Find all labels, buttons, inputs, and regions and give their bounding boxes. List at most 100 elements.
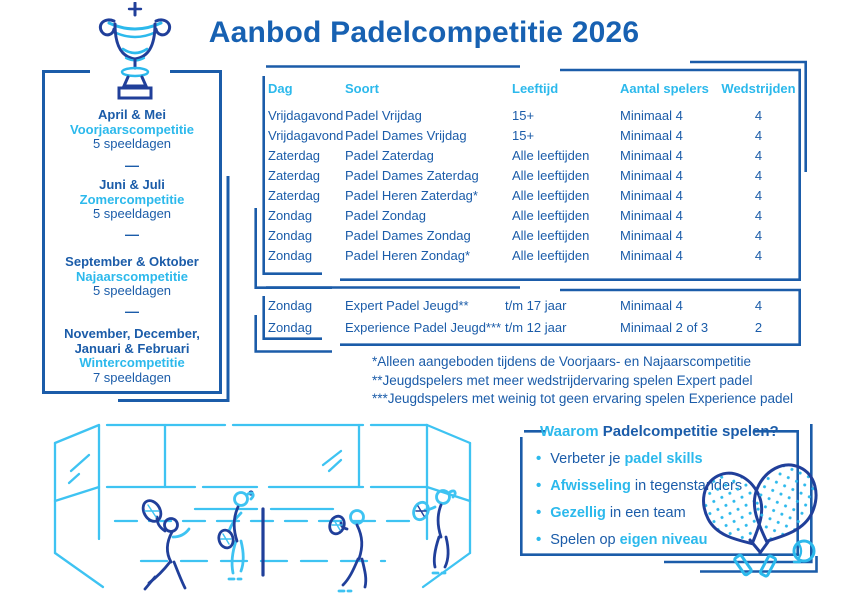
- table-row: Zaterdag Padel Heren Zaterdag* Alle leef…: [268, 185, 802, 205]
- header-leeftijd: Leeftijd: [512, 80, 559, 96]
- cell-soort: Padel Dames Vrijdag: [345, 127, 467, 143]
- season-winter: November, December, Januari & Februari W…: [42, 326, 222, 385]
- cell-soort: Padel Dames Zondag: [345, 227, 471, 243]
- cell-wedstrijden: 2: [754, 319, 763, 335]
- why-title-rest: Padelcompetitie spelen?: [598, 423, 779, 440]
- season-name: Zomercompetitie: [79, 191, 185, 207]
- table-row: Zaterdag Padel Zaterdag Alle leeftijden …: [268, 145, 802, 165]
- bullet-highlight: eigen niveau: [619, 531, 708, 548]
- header-aantal-spelers: Aantal spelers: [620, 80, 709, 96]
- table-row: Vrijdagavond Padel Vrijdag 15+ Minimaal …: [268, 105, 802, 125]
- footnote: *Alleen aangeboden tijdens de Voorjaars-…: [372, 354, 751, 369]
- season-days: 5 speeldagen: [92, 136, 172, 151]
- bullet-text: in een team: [605, 504, 686, 521]
- cell-dag: Zondag: [268, 297, 313, 313]
- cell-wedstrijden: 4: [754, 167, 763, 183]
- cell-dag: Zondag: [268, 319, 313, 335]
- cell-leeftijd: 15+: [512, 127, 535, 143]
- cell-leeftijd: t/m 12 jaar: [505, 319, 567, 335]
- season-divider: —: [125, 157, 139, 173]
- cell-dag: Zondag: [268, 247, 313, 263]
- season-months: Juni & Juli: [99, 177, 165, 192]
- season-days: 5 speeldagen: [92, 283, 172, 298]
- bullet-highlight: Gezellig: [550, 504, 606, 521]
- cell-soort: Expert Padel Jeugd**: [345, 297, 469, 313]
- cell-leeftijd: t/m 17 jaar: [505, 297, 567, 313]
- header-dag: Dag: [268, 80, 293, 96]
- cell-soort: Padel Heren Zondag*: [345, 247, 471, 263]
- page-title: Aanbod Padelcompetitie 2026: [208, 16, 640, 49]
- why-title: Waarom Padelcompetitie spelen?: [540, 423, 779, 440]
- bullet-highlight: padel skills: [624, 450, 703, 467]
- table-header-row: Dag Soort Leeftijd Aantal spelers Wedstr…: [268, 78, 802, 98]
- cell-wedstrijden: 4: [754, 187, 763, 203]
- cell-dag: Zondag: [268, 207, 313, 223]
- cell-soort: Padel Dames Zaterdag: [345, 167, 479, 183]
- trophy-icon: [98, 2, 172, 100]
- cell-wedstrijden: 4: [754, 227, 763, 243]
- cell-aantal: Minimaal 2 of 3: [620, 319, 709, 335]
- header-wedstrijden: Wedstrijden: [721, 80, 796, 96]
- footnotes: *Alleen aangeboden tijdens de Voorjaars-…: [372, 353, 793, 409]
- bullet-text: Verbeter je: [550, 450, 625, 467]
- season-months: November, December, Januari & Februari: [64, 326, 200, 356]
- cell-leeftijd: Alle leeftijden: [512, 207, 590, 223]
- padel-rackets-icon: [702, 463, 818, 578]
- cell-dag: Zaterdag: [268, 147, 321, 163]
- cell-aantal: Minimaal 4: [620, 147, 683, 163]
- season-najaar: September & Oktober Najaarscompetitie 5 …: [42, 254, 222, 299]
- season-divider: —: [125, 226, 139, 242]
- cell-dag: Zondag: [268, 227, 313, 243]
- cell-leeftijd: Alle leeftijden: [512, 187, 590, 203]
- season-zomer: Juni & Juli Zomercompetitie 5 speeldagen: [42, 177, 222, 222]
- cell-dag: Zaterdag: [268, 187, 321, 203]
- cell-soort: Padel Vrijdag: [345, 107, 422, 123]
- cell-wedstrijden: 4: [754, 207, 763, 223]
- cell-aantal: Minimaal 4: [620, 127, 683, 143]
- competition-table: Dag Soort Leeftijd Aantal spelers Wedstr…: [258, 78, 802, 265]
- youth-competition-table: Zondag Expert Padel Jeugd** t/m 17 jaar …: [258, 294, 802, 338]
- table-row: Zondag Experience Padel Jeugd*** t/m 12 …: [268, 316, 802, 338]
- cell-wedstrijden: 4: [754, 107, 763, 123]
- cell-leeftijd: 15+: [512, 107, 535, 123]
- cell-soort: Padel Heren Zaterdag*: [345, 187, 478, 203]
- table-row: Zondag Padel Dames Zondag Alle leeftijde…: [268, 225, 802, 245]
- why-bullet: • Verbeter je padel skills: [536, 450, 742, 467]
- cell-wedstrijden: 4: [754, 247, 763, 263]
- table-row: Vrijdagavond Padel Dames Vrijdag 15+ Min…: [268, 125, 802, 145]
- cell-wedstrijden: 4: [754, 127, 763, 143]
- bullet-dot-icon: •: [536, 531, 542, 548]
- cell-aantal: Minimaal 4: [620, 297, 683, 313]
- cell-wedstrijden: 4: [754, 297, 763, 313]
- cell-soort: Padel Zondag: [345, 207, 426, 223]
- table-row: Zondag Padel Heren Zondag* Alle leeftijd…: [268, 245, 802, 265]
- bullet-dot-icon: •: [536, 477, 542, 494]
- bullet-dot-icon: •: [536, 450, 542, 467]
- cell-aantal: Minimaal 4: [620, 207, 683, 223]
- header-soort: Soort: [345, 80, 379, 96]
- table-row: Zondag Expert Padel Jeugd** t/m 17 jaar …: [268, 294, 802, 316]
- season-days: 7 speeldagen: [92, 369, 172, 385]
- why-bullet: • Gezellig in een team: [536, 504, 742, 521]
- cell-aantal: Minimaal 4: [620, 107, 683, 123]
- bullet-text: Spelen op: [550, 531, 620, 548]
- cell-soort: Experience Padel Jeugd***: [345, 319, 502, 335]
- why-bullet: • Spelen op eigen niveau: [536, 531, 742, 548]
- bullet-dot-icon: •: [536, 504, 542, 521]
- season-days: 5 speeldagen: [92, 206, 172, 221]
- cell-aantal: Minimaal 4: [620, 187, 683, 203]
- cell-soort: Padel Zaterdag: [345, 147, 434, 163]
- cell-leeftijd: Alle leeftijden: [512, 147, 590, 163]
- cell-dag: Vrijdagavond: [268, 127, 344, 143]
- cell-dag: Vrijdagavond: [268, 107, 344, 123]
- cell-aantal: Minimaal 4: [620, 227, 683, 243]
- bullet-highlight: Afwisseling: [550, 477, 631, 494]
- season-name: Wintercompetitie: [79, 355, 185, 370]
- season-months: September & Oktober: [65, 254, 199, 269]
- cell-leeftijd: Alle leeftijden: [512, 227, 590, 243]
- footnote: **Jeugdspelers met meer wedstrijdervarin…: [372, 372, 753, 388]
- season-name: Voorjaarscompetitie: [69, 121, 195, 137]
- cell-aantal: Minimaal 4: [620, 247, 683, 263]
- cell-dag: Zaterdag: [268, 167, 321, 183]
